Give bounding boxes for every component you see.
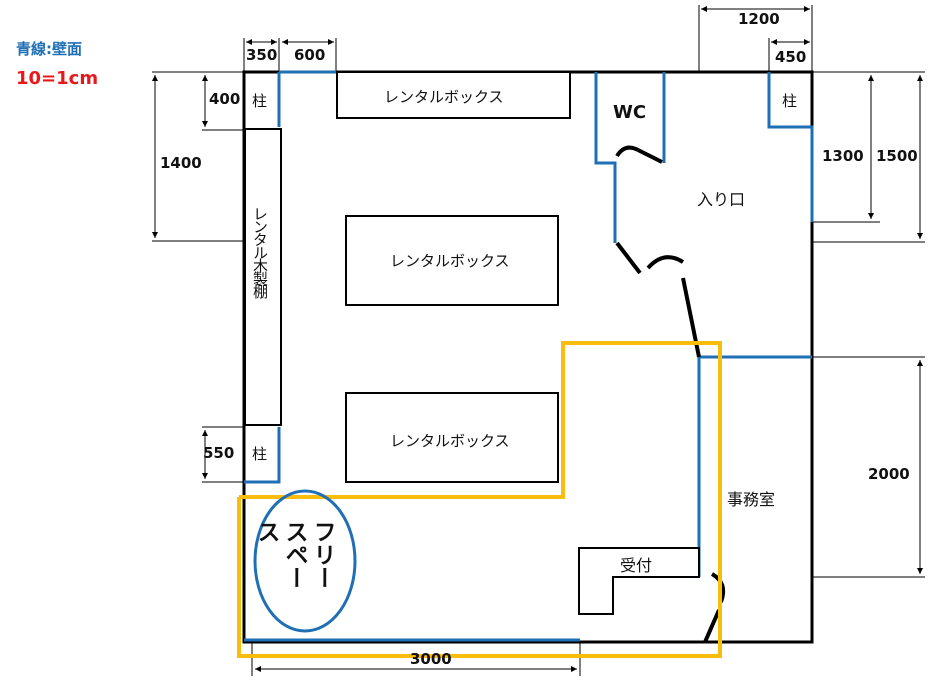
- dim-1200: 1200: [738, 10, 780, 28]
- wall-legend: 青線:壁面: [16, 40, 82, 58]
- rental-box-middle: [345, 215, 559, 306]
- dimension-arrowheads: [152, 6, 923, 672]
- dim-2000: 2000: [868, 465, 910, 483]
- rental-shelf: [244, 128, 282, 426]
- dimension-lines: [152, 5, 925, 676]
- reception-label: 受付: [620, 556, 653, 575]
- furniture: [244, 71, 700, 615]
- rental-box-lower: [345, 392, 559, 483]
- pillar-top-right-label: 柱: [782, 92, 798, 110]
- dim-1300: 1300: [822, 147, 864, 165]
- pillar-bottom-left-label: 柱: [252, 445, 268, 463]
- dim-450: 450: [775, 48, 807, 66]
- reception-desk: [578, 547, 700, 615]
- pillar-top-left-label: 柱: [252, 92, 268, 110]
- rental-box-top-label: レンタルボックス: [384, 88, 504, 106]
- dim-350: 350: [246, 46, 278, 64]
- free-space-label: フリースペース: [253, 520, 335, 589]
- dim-1400: 1400: [160, 154, 202, 172]
- dim-400: 400: [209, 90, 241, 108]
- rental-box-middle-label: レンタルボックス: [390, 252, 510, 270]
- dim-550: 550: [203, 444, 235, 462]
- entrance-label: 入り口: [697, 190, 746, 209]
- rental-box-top: [336, 71, 571, 119]
- office-label: 事務室: [727, 490, 776, 509]
- free-space-ellipse: [253, 489, 357, 633]
- dim-3000: 3000: [410, 650, 452, 668]
- free-area-highlight: [237, 341, 722, 658]
- wc-label: WC: [613, 102, 647, 123]
- rental-shelf-label: レンタル木製棚: [251, 206, 269, 297]
- dim-1500: 1500: [876, 147, 918, 165]
- rental-box-lower-label: レンタルボックス: [390, 432, 510, 450]
- dim-600: 600: [294, 46, 326, 64]
- scale-legend: 10=1cm: [16, 68, 99, 89]
